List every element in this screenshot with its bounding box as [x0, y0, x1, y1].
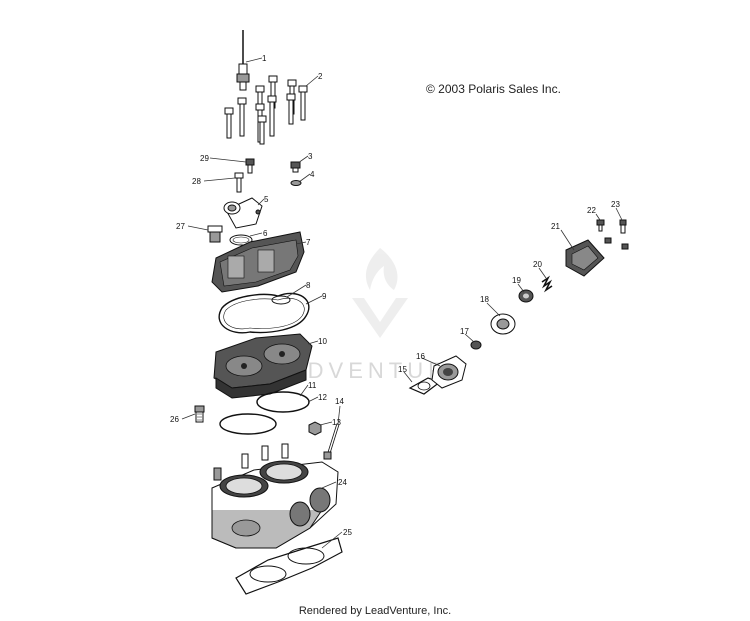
part-20-spring[interactable]: [541, 275, 553, 293]
part-22-screw[interactable]: [596, 219, 605, 232]
copyright-notice: © 2003 Polaris Sales Inc.: [426, 82, 561, 96]
callout-16: 16: [416, 352, 425, 361]
part-3-screw[interactable]: [290, 161, 301, 173]
part-18-diaphragm[interactable]: [490, 313, 516, 335]
callout-27: 27: [176, 222, 185, 231]
callout-12: 12: [318, 393, 327, 402]
callout-6: 6: [263, 229, 268, 238]
callout-23: 23: [611, 200, 620, 209]
callout-14: 14: [335, 397, 344, 406]
part-16-exhaust-valve-housing[interactable]: [431, 355, 467, 389]
part-14-pushrod[interactable]: [323, 423, 340, 460]
callout-24: 24: [338, 478, 347, 487]
callout-18: 18: [480, 295, 489, 304]
callout-28: 28: [192, 177, 201, 186]
callout-4: 4: [310, 170, 315, 179]
cylinder-studs[interactable]: [213, 443, 289, 481]
callout-20: 20: [533, 260, 542, 269]
callout-17: 17: [460, 327, 469, 336]
callout-15: 15: [398, 365, 407, 374]
part-17-nut[interactable]: [470, 340, 482, 350]
part-25-base-gasket[interactable]: [235, 537, 343, 595]
callout-22: 22: [587, 206, 596, 215]
callout-19: 19: [512, 276, 521, 285]
part-10-cylinder-head[interactable]: [213, 333, 313, 399]
part-24-cylinder[interactable]: [211, 460, 339, 549]
callout-25: 25: [343, 528, 352, 537]
part-23-screw[interactable]: [604, 219, 629, 250]
callout-labels: 1 2 3 4 5 6 7 8 9 10 11 12 13 14 15 16 1…: [170, 54, 620, 537]
part-4-washer[interactable]: [290, 180, 302, 186]
part-12-o-ring[interactable]: [219, 413, 277, 435]
callout-8: 8: [306, 281, 311, 290]
callout-13: 13: [332, 418, 341, 427]
callout-7: 7: [306, 238, 311, 247]
part-11-o-ring[interactable]: [256, 391, 310, 413]
watermark-logo: [352, 248, 408, 338]
part-21-valve-cover[interactable]: [565, 239, 605, 277]
callout-leaders: [181, 57, 623, 549]
part-26-spark-plug[interactable]: [194, 405, 205, 423]
part-13-nut[interactable]: [308, 421, 322, 436]
part-29-screw[interactable]: [245, 158, 255, 174]
callout-10: 10: [318, 337, 327, 346]
callout-2: 2: [318, 72, 323, 81]
part-5-thermostat-housing[interactable]: [223, 197, 263, 229]
callout-26: 26: [170, 415, 179, 424]
part-28-bolt[interactable]: [234, 172, 244, 193]
part-1-temperature-sensor[interactable]: [236, 30, 250, 91]
callout-1: 1: [262, 54, 267, 63]
callout-11: 11: [308, 381, 317, 390]
callout-5: 5: [264, 195, 269, 204]
callout-21: 21: [551, 222, 560, 231]
part-7-water-jacket-cover[interactable]: [211, 231, 305, 293]
callout-9: 9: [322, 292, 327, 301]
part-6-o-ring[interactable]: [229, 234, 253, 246]
footer-credit: Rendered by LeadVenture, Inc.: [298, 605, 452, 617]
part-2-head-bolts[interactable]: [224, 75, 308, 145]
part-19-retainer[interactable]: [518, 289, 534, 303]
callout-29: 29: [200, 154, 209, 163]
part-9-head-cover-gasket[interactable]: [218, 292, 310, 334]
callout-3: 3: [308, 152, 313, 161]
part-27-thermostat[interactable]: [207, 225, 223, 243]
